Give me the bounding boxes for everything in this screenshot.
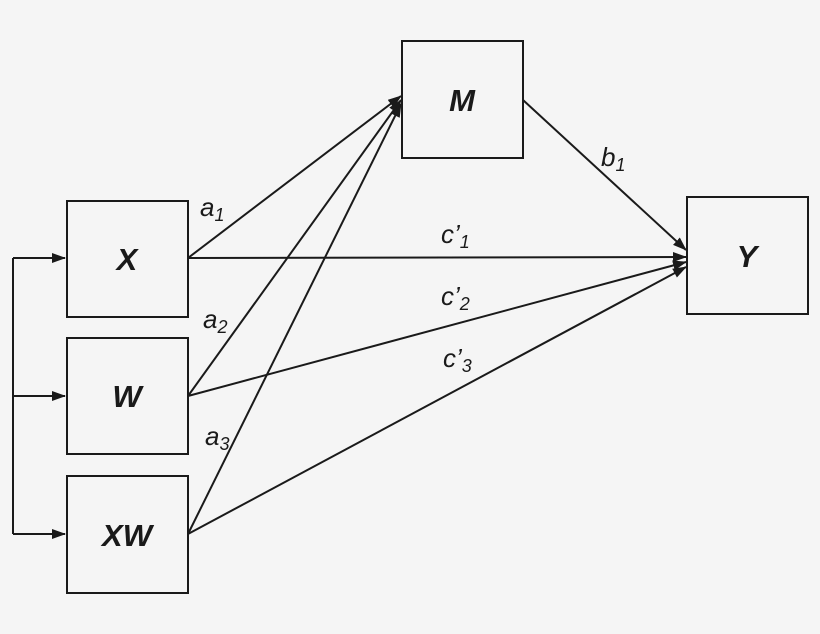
- path-c1-label: c’1: [441, 219, 470, 252]
- path-a3-label: a3: [205, 421, 229, 454]
- path-c3-label: c’3: [443, 343, 472, 376]
- box-y-label: Y: [737, 239, 761, 274]
- box-xw: XW: [66, 475, 189, 594]
- path-c3-line: [187, 266, 687, 535]
- path-arrows: [187, 95, 687, 535]
- box-m-rect: [401, 40, 524, 159]
- box-m-label: M: [449, 83, 476, 118]
- path-a1-line: [187, 95, 402, 259]
- path-c2-line: [187, 260, 687, 397]
- box-y: Y: [686, 196, 809, 315]
- box-w-label: W: [112, 379, 144, 414]
- box-x: X: [66, 200, 189, 318]
- path-c1-line: [187, 252, 687, 263]
- box-y-rect: [686, 196, 809, 315]
- path-b1-line: [522, 99, 687, 251]
- path-a1-label: a1: [200, 192, 224, 225]
- box-w: W: [66, 337, 189, 455]
- path-a3-line: [187, 103, 402, 535]
- box-xw-rect: [66, 475, 189, 594]
- box-m: M: [401, 40, 524, 159]
- box-xw-label: XW: [100, 518, 155, 553]
- path-a2-label: a2: [203, 304, 227, 337]
- path-b1-label: b1: [601, 142, 625, 175]
- box-x-rect: [66, 200, 189, 318]
- path-c2-label: c’2: [441, 281, 470, 314]
- path-a2-line: [187, 99, 402, 397]
- box-w-rect: [66, 337, 189, 455]
- exogenous-connector: [12, 253, 66, 539]
- box-x-label: X: [115, 242, 140, 277]
- path-labels: a1 a2 a3 b1 c’1 c’2 c’3: [200, 142, 625, 454]
